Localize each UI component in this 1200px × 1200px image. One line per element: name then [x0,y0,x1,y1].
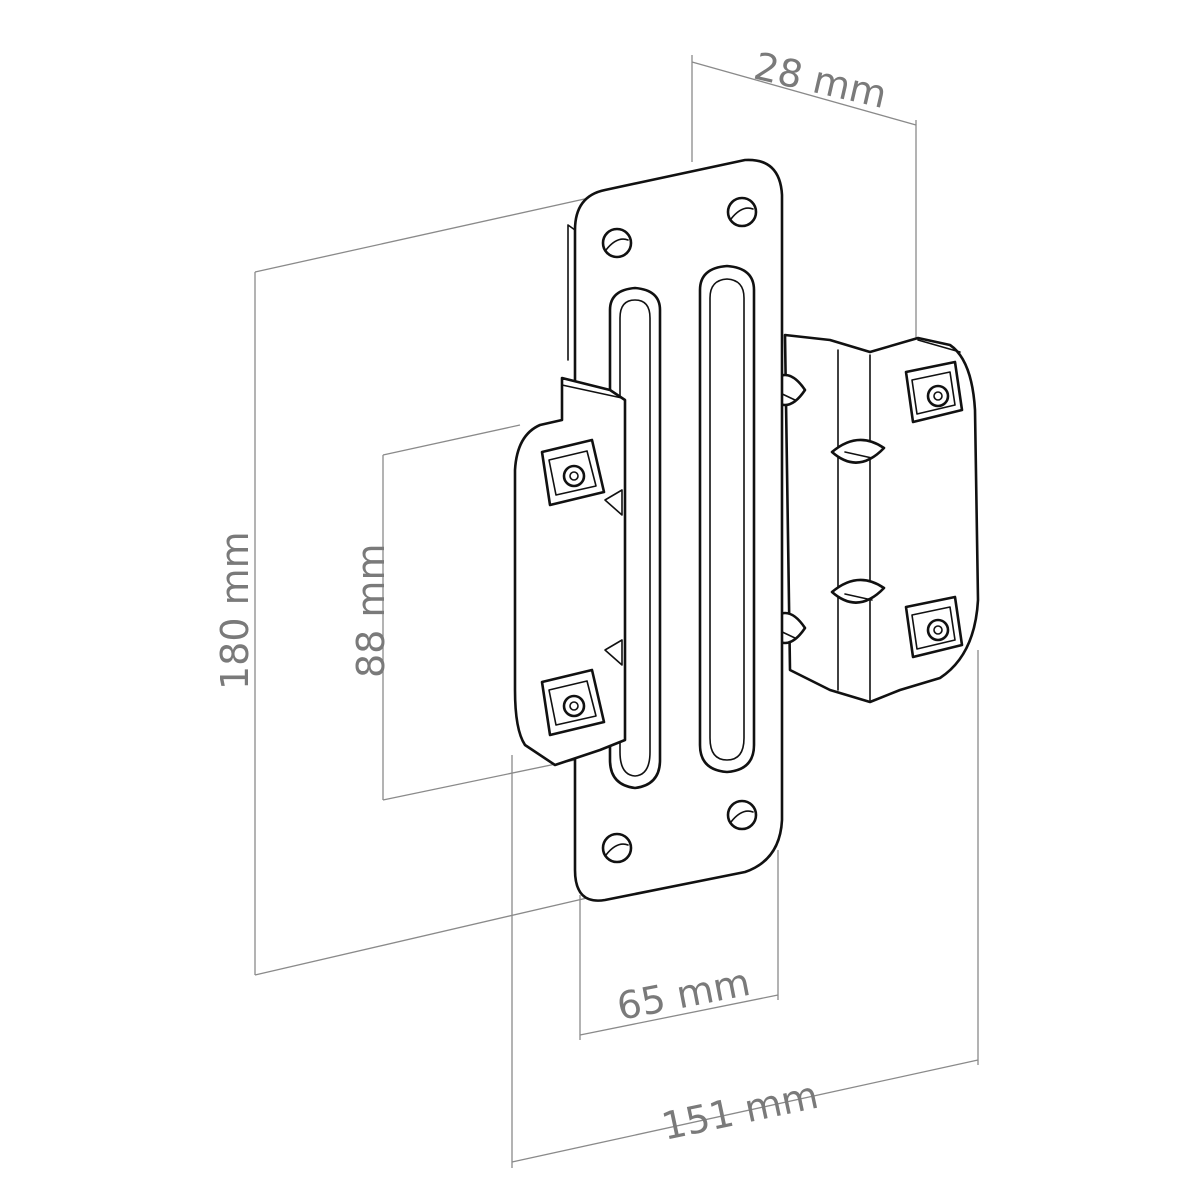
pivot-bump-upper-right [830,438,886,464]
total-width-dimension-label: 151 mm [658,1073,822,1149]
plate-hole-bottom-right [726,799,758,831]
depth-dimension-label: 28 mm [750,44,891,117]
height-dimension-label: 180 mm [213,531,257,690]
plate-hole-top-left [601,227,633,259]
wall-bracket [513,158,980,902]
plate-hole-bottom-left [601,832,633,864]
right-lower-slot [904,595,964,659]
right-upper-slot [904,360,964,424]
plate-width-dimension-label: 65 mm [613,960,753,1029]
slot-spacing-dimension-label: 88 mm [349,544,393,678]
right-long-slot [698,264,756,774]
pivot-bump-lower-right [830,578,886,604]
dimension-lines [254,55,979,1168]
plate-hole-top-right [726,196,758,228]
left-lower-slot [540,668,606,737]
left-upper-slot [540,438,606,507]
